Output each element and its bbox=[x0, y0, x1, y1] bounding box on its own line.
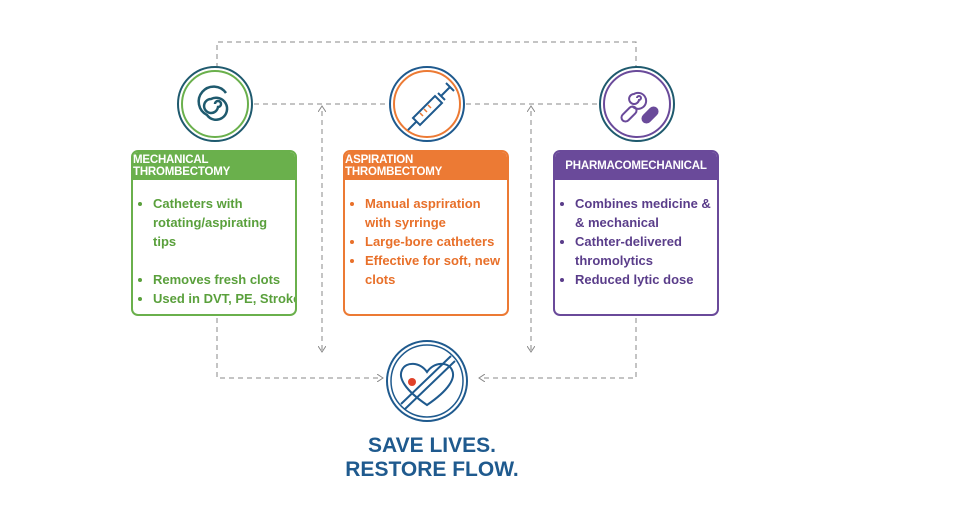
list-item: Removes fresh clots bbox=[153, 270, 291, 289]
list-item: Large-bore catheters bbox=[365, 232, 503, 251]
card-aspiration-thrombectomy: ASPIRATION THROMBECTOMY Manual asprirati… bbox=[343, 150, 509, 316]
tagline-line1: SAVE LIVES. bbox=[368, 434, 496, 457]
syringe-icon bbox=[389, 66, 465, 142]
bottom-connector-left bbox=[216, 318, 383, 378]
spiral-icon bbox=[177, 66, 253, 142]
list-item: Effective for soft, new clots bbox=[365, 251, 503, 289]
card-pharmacomechanical: PHARMACOMECHANICAL Combines medicine & &… bbox=[553, 150, 719, 316]
heart-no-clot-icon bbox=[386, 340, 468, 422]
list-item: Cathter-delivered thromolytics bbox=[575, 232, 713, 270]
list-item: Catheters with rotating/aspirating tips bbox=[153, 194, 291, 251]
list-item: Manual aspriration with syrringe bbox=[365, 194, 503, 232]
list-item: Combines medicine & & mechanical bbox=[575, 194, 713, 232]
card-mechanical-thrombectomy: MECHANICAL THROMBECTOMY Catheters with r… bbox=[131, 150, 297, 316]
bottom-connector-right bbox=[479, 318, 637, 378]
list-item: Used in DVT, PE, Stroke bbox=[153, 289, 295, 308]
tagline-line2: RESTORE FLOW. bbox=[345, 458, 519, 481]
list-item: Reduced lytic dose bbox=[575, 270, 713, 289]
top-connector bbox=[216, 41, 637, 68]
card-title: PHARMACOMECHANICAL bbox=[555, 152, 717, 180]
card-title: MECHANICAL THROMBECTOMY bbox=[133, 152, 295, 180]
pills-spiral-icon bbox=[599, 66, 675, 142]
card-title: ASPIRATION THROMBECTOMY bbox=[345, 152, 507, 180]
